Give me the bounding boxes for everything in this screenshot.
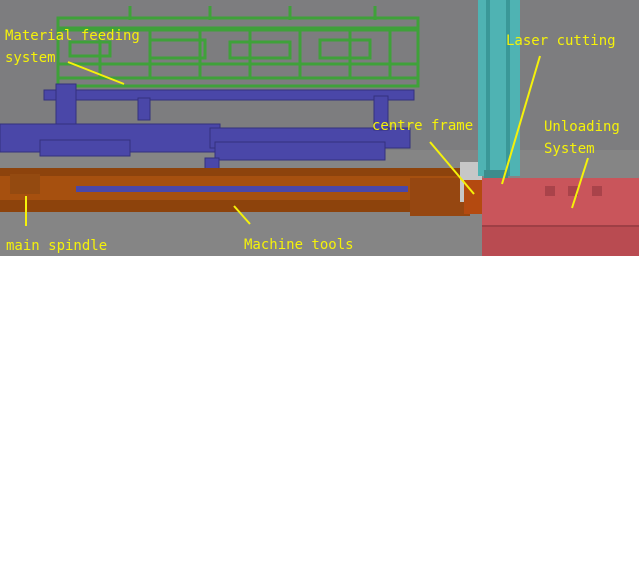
material-feeding-frame	[56, 6, 420, 88]
unloading-table	[482, 178, 639, 256]
leader-centre-frame	[429, 141, 475, 195]
label-material-feeding: Material feeding system	[5, 28, 140, 66]
callout-leaders	[25, 55, 589, 226]
machine-bed	[0, 168, 470, 216]
leader-material-feeding	[67, 61, 125, 85]
leader-unloading	[571, 157, 589, 209]
diagram-canvas: Material feeding system Laser cutting ce…	[0, 0, 639, 256]
leader-machine-tools	[233, 205, 251, 225]
label-unloading-system: Unloading System	[544, 119, 620, 157]
label-centre-frame: centre frame	[372, 118, 474, 134]
blank-page-area	[0, 256, 639, 580]
leader-laser-cutting	[501, 55, 541, 185]
label-main-spindle: main spindle	[6, 238, 108, 254]
machine-render	[0, 0, 639, 256]
label-laser-cutting: Laser cutting	[506, 33, 616, 49]
label-machine-tools: Machine tools	[244, 237, 354, 253]
